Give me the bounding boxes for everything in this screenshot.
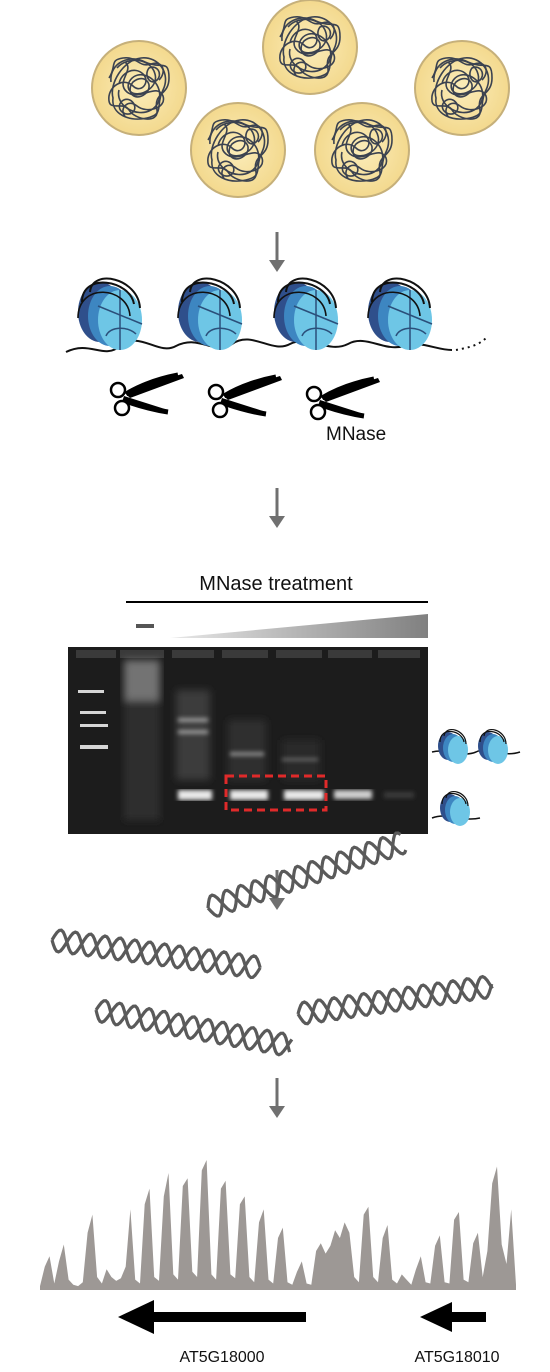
mnase-label: MNase <box>326 424 386 445</box>
coverage-area <box>40 1160 516 1290</box>
nuclei-group <box>91 0 510 198</box>
gene-label: AT5G18000 <box>179 1349 264 1366</box>
dna-continuation <box>455 337 487 351</box>
gene-arrow-at5g18010 <box>420 1302 486 1332</box>
selected-band-box <box>224 774 328 812</box>
nucleosome-icon <box>77 277 143 351</box>
gel-panel: MNase treatment <box>68 573 521 834</box>
down-arrow-4 <box>267 1076 287 1120</box>
mnase-gradient-wedge <box>170 614 428 638</box>
ladder-bands <box>78 690 108 749</box>
dinucleosome-icon <box>431 728 521 765</box>
nucleus <box>314 102 410 198</box>
scissors-icon <box>307 378 380 419</box>
left-arrow-icon <box>420 1302 452 1332</box>
down-arrow-2 <box>267 486 287 530</box>
dna-double-helix <box>50 928 262 980</box>
nucleus <box>91 40 187 136</box>
nucleosome-icon <box>273 277 339 351</box>
gene-label: AT5G18010 <box>414 1349 499 1366</box>
coverage-track <box>40 1160 516 1290</box>
lane-undigested <box>124 660 160 820</box>
nucleus <box>262 0 358 95</box>
treatment-label: MNase treatment <box>199 573 353 595</box>
mononucleosome-icon <box>431 790 481 827</box>
scissors-icon <box>209 376 282 417</box>
nucleosome-icon <box>367 277 433 351</box>
left-arrow-icon <box>118 1300 154 1334</box>
dna-double-helix <box>296 974 494 1026</box>
nucleus <box>414 40 510 136</box>
chromatin-digestion <box>65 277 487 419</box>
gene-arrow-at5g18000 <box>118 1300 306 1334</box>
mononucleosome-bands <box>178 790 414 800</box>
dna-double-helix <box>94 999 294 1057</box>
control-lane-mark <box>136 624 154 628</box>
nucleosome-icon <box>177 277 243 351</box>
nucleus <box>190 102 286 198</box>
down-arrow-1 <box>267 230 287 274</box>
dna-fragments <box>50 831 494 1057</box>
scissors-icon <box>111 374 184 415</box>
dna-double-helix <box>206 831 408 918</box>
